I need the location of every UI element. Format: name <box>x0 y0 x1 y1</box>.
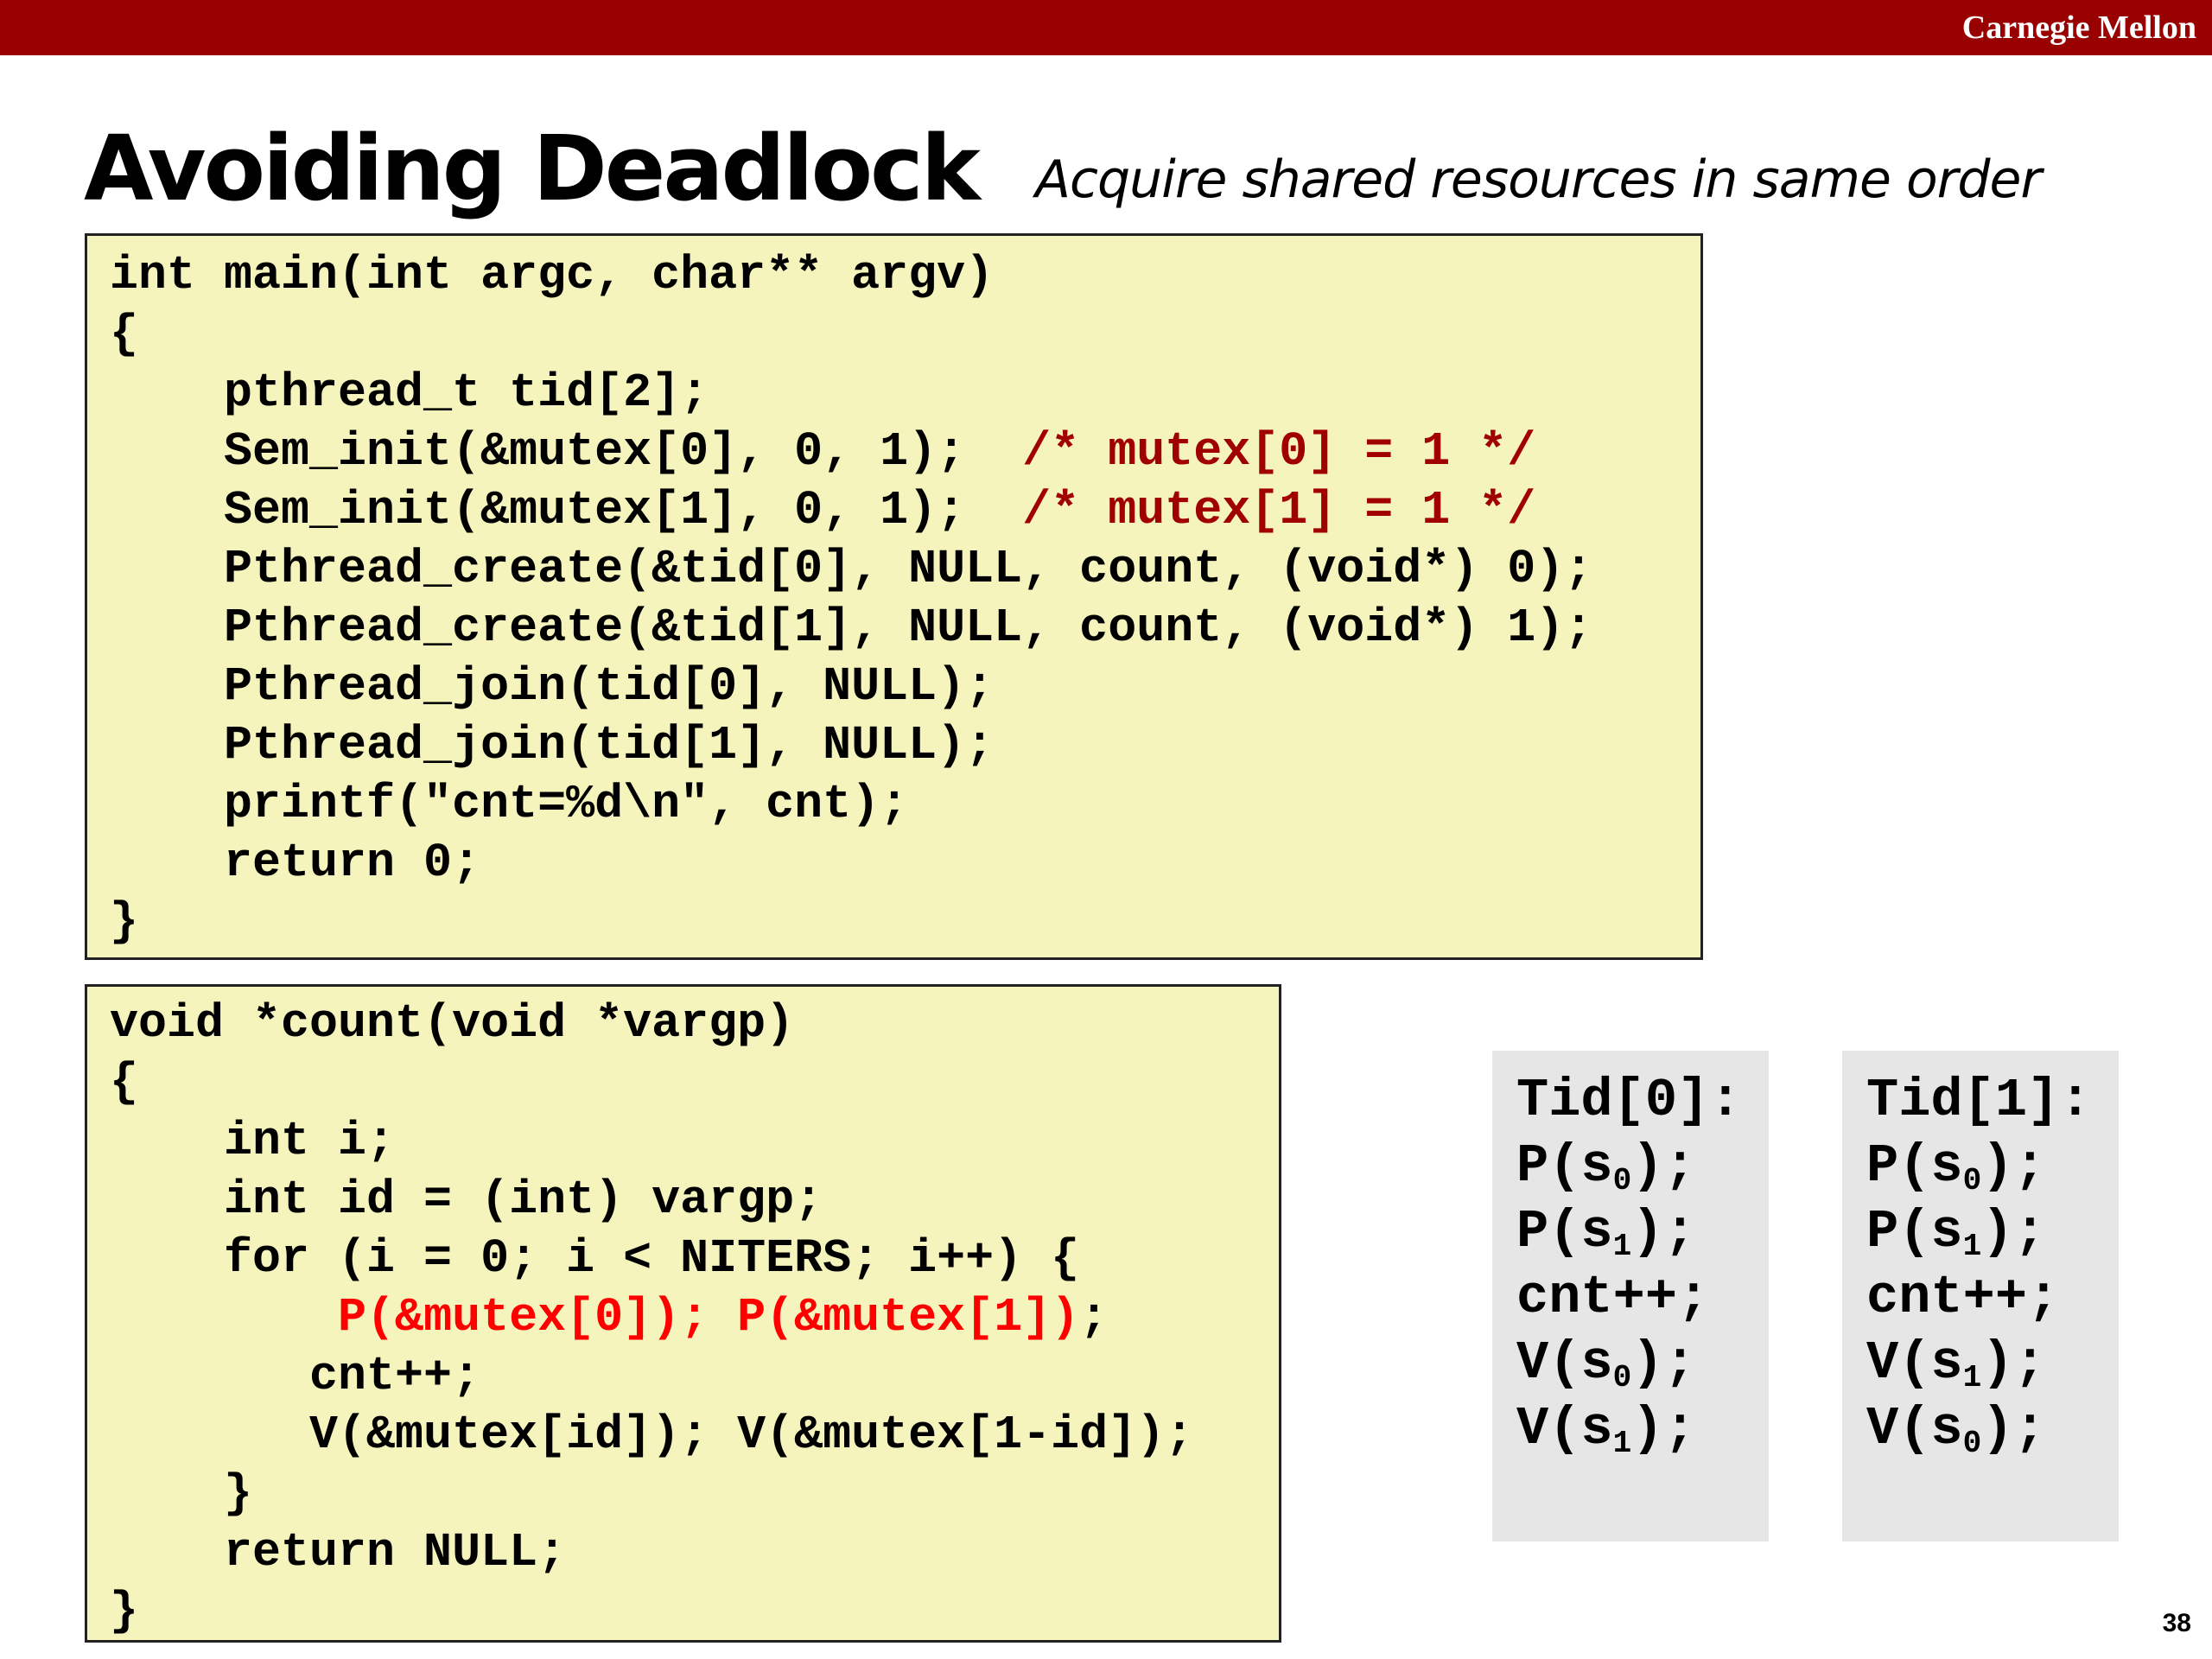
code-line: int i; <box>110 1114 396 1168</box>
code-line: { <box>110 1055 139 1109</box>
page-number: 38 <box>2162 1609 2191 1637</box>
tid-header: Tid[0]: <box>1516 1070 1742 1131</box>
tid0-panel: Tid[0]: P(s0); P(s1); cnt++; V(s0); V(s1… <box>1492 1051 1769 1541</box>
code-line: Pthread_join(tid[1], NULL); <box>110 718 995 772</box>
tid-op: P(s0); <box>1516 1135 1696 1198</box>
main-code-box: int main(int argc, char** argv) { pthrea… <box>85 233 1703 960</box>
code-comment: /* mutex[1] = 1 */ <box>1022 483 1536 537</box>
tid-op: cnt++; <box>1866 1267 2060 1328</box>
code-line: printf("cnt=%d\n", cnt); <box>110 777 909 831</box>
code-line: { <box>110 307 139 361</box>
brand-label: Carnegie Mellon <box>1961 10 2196 46</box>
code-line: for (i = 0; i < NITERS; i++) { <box>110 1231 1080 1286</box>
code-line: return 0; <box>110 836 481 890</box>
code-line: return NULL; <box>110 1525 567 1580</box>
slide-title: Avoiding Deadlock <box>84 116 981 221</box>
code-line: int main(int argc, char** argv) <box>110 248 995 302</box>
code-line: Pthread_create(&tid[0], NULL, count, (vo… <box>110 542 1593 596</box>
code-line: } <box>110 1584 139 1638</box>
highlighted-lock-call: P(&mutex[1]) <box>737 1290 1080 1344</box>
tid1-panel: Tid[1]: P(s0); P(s1); cnt++; V(s1); V(s0… <box>1842 1051 2119 1541</box>
highlighted-lock-call: P(&mutex[0]); <box>338 1290 709 1344</box>
code-line: int id = (int) vargp; <box>110 1173 823 1227</box>
tid-header: Tid[1]: <box>1866 1070 2092 1131</box>
code-line: Pthread_join(tid[0], NULL); <box>110 659 995 714</box>
code-line: } <box>110 894 139 949</box>
tid-op: V(s0); <box>1516 1332 1696 1395</box>
code-line: pthread_t tid[2]; <box>110 365 709 420</box>
slide-subtitle: Acquire shared resources in same order <box>1035 149 2042 210</box>
code-line: P(&mutex[0]); P(&mutex[1]); <box>338 1290 1109 1344</box>
code-line: V(&mutex[id]); V(&mutex[1-id]); <box>110 1408 1194 1462</box>
tid-op: V(s1); <box>1516 1398 1696 1461</box>
code-comment: /* mutex[0] = 1 */ <box>1022 424 1536 479</box>
tid-op: V(s1); <box>1866 1332 2046 1395</box>
code-line: } <box>110 1466 253 1521</box>
tid-op: P(s1); <box>1516 1201 1696 1264</box>
count-code-box: void *count(void *vargp) { int i; int id… <box>85 984 1281 1643</box>
code-line: cnt++; <box>110 1349 481 1403</box>
tid-op: P(s1); <box>1866 1201 2046 1264</box>
code-line: Sem_init(&mutex[1], 0, 1); /* mutex[1] =… <box>110 483 1536 537</box>
tid-op: P(s0); <box>1866 1135 2046 1198</box>
code-line: Pthread_create(&tid[1], NULL, count, (vo… <box>110 601 1593 655</box>
tid-op: V(s0); <box>1866 1398 2046 1461</box>
header-bar: Carnegie Mellon <box>0 0 2212 55</box>
code-line: void *count(void *vargp) <box>110 996 795 1051</box>
tid-op: cnt++; <box>1516 1267 1710 1328</box>
code-line: Sem_init(&mutex[0], 0, 1); /* mutex[0] =… <box>110 424 1536 479</box>
